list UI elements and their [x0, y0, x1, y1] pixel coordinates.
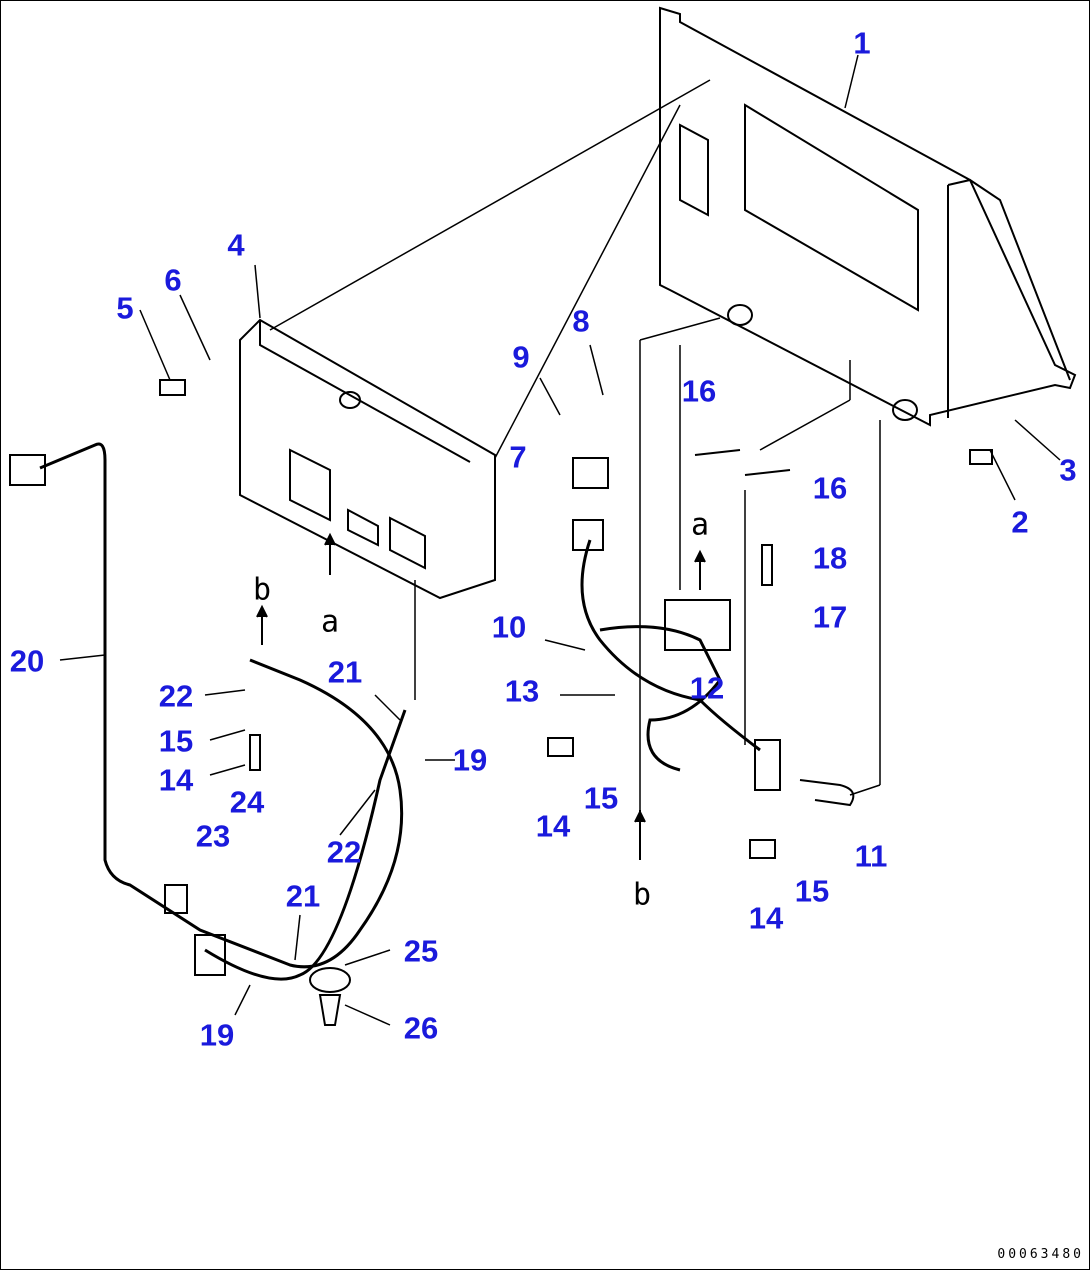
callout-14: 14 — [748, 900, 784, 936]
callout-6: 6 — [164, 262, 182, 298]
callout-13: 13 — [504, 673, 540, 709]
callout-3: 3 — [1059, 452, 1077, 488]
panel-bracket — [659, 6, 1077, 427]
callout-14: 14 — [535, 808, 571, 844]
view-ref-a: a — [320, 604, 340, 640]
view-arrows — [256, 532, 706, 860]
callout-22: 22 — [158, 678, 194, 714]
callout-21: 21 — [285, 878, 321, 914]
view-ref-b: b — [632, 877, 652, 913]
callout-26: 26 — [403, 1010, 439, 1046]
callout-19: 19 — [199, 1017, 235, 1053]
callout-2: 2 — [1011, 504, 1029, 540]
callout-21: 21 — [327, 654, 363, 690]
callout-16: 16 — [681, 373, 717, 409]
leader-lines — [59, 54, 1061, 1026]
callout-9: 9 — [512, 339, 530, 375]
callout-15: 15 — [583, 780, 619, 816]
callout-1: 1 — [853, 25, 871, 61]
controller-box — [239, 318, 496, 600]
callout-11: 11 — [854, 838, 888, 874]
callout-4: 4 — [227, 227, 245, 263]
drawing-code: 00063480 — [997, 1247, 1084, 1262]
view-ref-b: b — [252, 572, 272, 608]
callout-16: 16 — [812, 470, 848, 506]
callout-17: 17 — [812, 599, 848, 635]
small-parts — [9, 379, 993, 1026]
wire-harness — [39, 442, 761, 981]
callout-10: 10 — [491, 609, 527, 645]
callout-23: 23 — [195, 818, 231, 854]
callout-20: 20 — [9, 643, 45, 679]
callout-14: 14 — [158, 762, 194, 798]
callout-25: 25 — [403, 933, 439, 969]
callout-15: 15 — [158, 723, 194, 759]
callout-8: 8 — [572, 303, 590, 339]
callout-19: 19 — [452, 742, 488, 778]
callout-18: 18 — [812, 540, 848, 576]
callout-12: 12 — [689, 670, 725, 706]
callout-15: 15 — [794, 873, 830, 909]
callout-7: 7 — [509, 439, 527, 475]
callout-22: 22 — [326, 834, 362, 870]
callout-24: 24 — [229, 784, 265, 820]
callout-5: 5 — [116, 290, 134, 326]
view-ref-a: a — [690, 507, 710, 543]
